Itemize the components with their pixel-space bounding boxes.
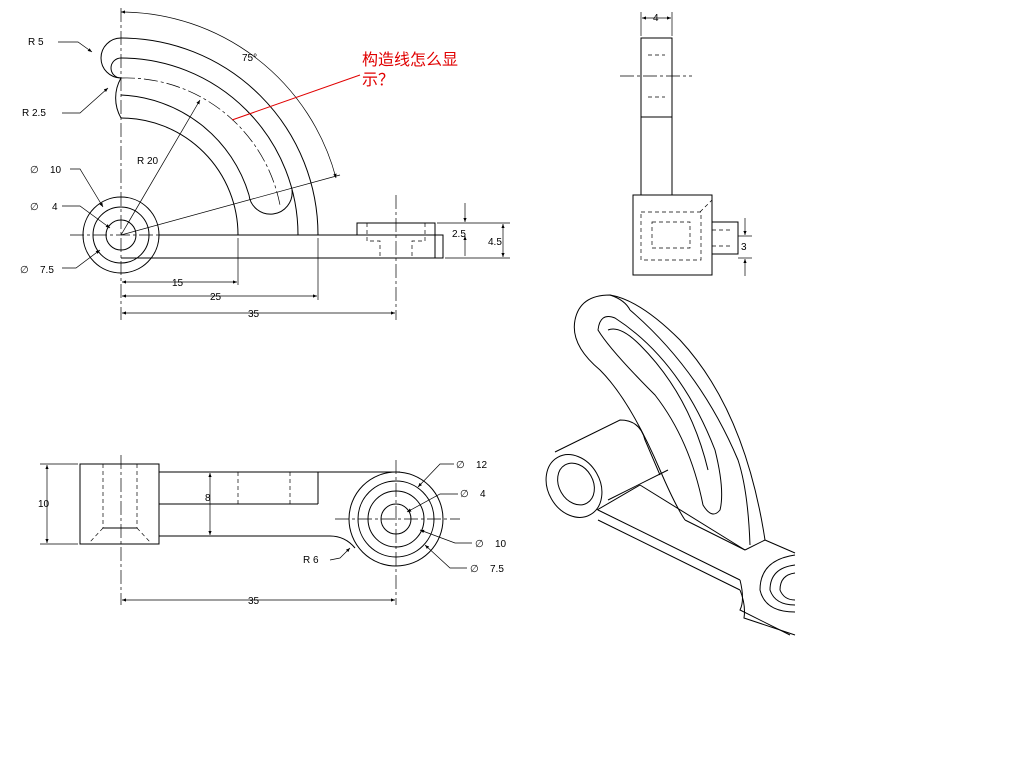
dim-35-label: 35 [248, 309, 260, 320]
angle-ref-line [120, 174, 341, 236]
front-dia-12-value: 12 [476, 460, 488, 471]
iso-arm-top-cap [609, 294, 631, 311]
slot-end-outer-left [115, 77, 122, 119]
dia-75-value: 7.5 [40, 265, 54, 276]
diameter-symbol: ∅ [456, 460, 465, 471]
dim-side-4-label: 4 [653, 13, 659, 24]
diameter-symbol: ∅ [30, 202, 39, 213]
iso-arm-2 [607, 469, 669, 501]
diameter-symbol: ∅ [20, 265, 29, 276]
front-dia-10-value: 10 [495, 539, 507, 550]
side-hidden-box-2 [651, 221, 691, 249]
iso-lug-inner [769, 564, 796, 606]
front-dia-75-leader [424, 544, 467, 569]
iso-arm-outer-top [574, 294, 766, 541]
iso-slot-inner [607, 328, 709, 471]
front-hidden-3 [89, 527, 104, 543]
diameter-symbol: ∅ [470, 564, 479, 575]
angle-arc [120, 10, 337, 179]
lug-hidden-left [366, 223, 381, 258]
front-dia-4: ∅ 4 [406, 489, 486, 513]
dia-4-leader [62, 205, 111, 229]
dim-front-35-label: 35 [248, 596, 260, 607]
iso-boss-bottom [596, 484, 641, 511]
iso-lug-outer [759, 554, 796, 613]
dia-75-leader [62, 249, 101, 269]
iso-arm-end [739, 579, 791, 636]
front-dia-4-leader [406, 493, 458, 513]
iso-arm-1 [597, 509, 741, 581]
side-hidden-diag [699, 199, 713, 213]
slot-end-inner-left [110, 57, 122, 79]
dia-4-value: 4 [52, 202, 58, 213]
top-view: R 20 75° R 5 R 2.5 ∅ 10 ∅ 4 ∅ 7.5 15 [20, 8, 510, 320]
iso-base-1 [684, 519, 746, 551]
dia-4-callout: ∅ 4 [30, 202, 111, 229]
annotation-leader [231, 74, 361, 121]
front-boss [79, 463, 160, 545]
r6-leader [329, 547, 351, 561]
slot-end-right [248, 189, 293, 215]
dia-10-value: 10 [50, 165, 62, 176]
iso-arm-inner-edge [573, 319, 686, 521]
front-dia-4-value: 4 [480, 489, 486, 500]
side-hidden-box [640, 211, 702, 261]
front-dia-75-value: 7.5 [490, 564, 504, 575]
front-hidden-4 [136, 527, 151, 543]
arc-slot-centerline [120, 77, 281, 206]
iso-base-2 [744, 539, 766, 551]
r6-label: R 6 [303, 555, 319, 566]
side-lug [711, 221, 739, 255]
lug-side [434, 234, 444, 259]
front-arm-bottom [159, 535, 356, 549]
annotation-line-1: 构造线怎么显 [362, 50, 458, 69]
r5-leader [58, 41, 93, 53]
front-dia-10: ∅ 10 [419, 529, 507, 550]
dim-25h-label: 2.5 [452, 229, 466, 240]
isometric-view [545, 294, 796, 636]
front-dia-12: ∅ 12 [417, 460, 488, 488]
iso-boss-top [554, 419, 661, 476]
annotation: 构造线怎么显 示？ [231, 50, 458, 121]
r5-label: R 5 [28, 37, 44, 48]
angle-label: 75° [242, 53, 257, 64]
dim-front-10-label: 10 [38, 499, 50, 510]
front-dia-75: ∅ 7.5 [424, 544, 504, 575]
iso-boss-hole [557, 462, 595, 506]
dia-10-leader [70, 168, 104, 208]
dim-front-8-label: 8 [205, 493, 211, 504]
diameter-symbol: ∅ [460, 489, 469, 500]
dia-75-callout: ∅ 7.5 [20, 249, 101, 276]
side-boss [632, 194, 713, 276]
diameter-symbol: ∅ [30, 165, 39, 176]
r25-label: R 2.5 [22, 108, 46, 119]
slot-end-r5-left [100, 37, 122, 79]
r20-leader [120, 99, 201, 236]
front-dia-10-leader [419, 529, 472, 544]
front-dia-12-leader [417, 463, 454, 488]
iso-arm-end-2 [739, 589, 796, 636]
side-view: 4 3 [620, 12, 752, 276]
lug-hidden-right [411, 223, 426, 258]
front-view: 10 8 35 R 6 ∅ 12 ∅ 4 ∅ 10 ∅ 7.5 [38, 455, 507, 607]
dim-side-3-label: 3 [741, 242, 747, 253]
arc-slot-inner [120, 94, 250, 196]
iso-arm-outer-face [629, 309, 751, 546]
annotation-line-2: 示？ [362, 70, 394, 89]
dim-15-label: 15 [172, 278, 184, 289]
iso-slot [597, 316, 723, 515]
iso-arm-3 [639, 484, 746, 551]
dim-25-label: 25 [210, 292, 222, 303]
r20-label: R 20 [137, 156, 159, 167]
diameter-symbol: ∅ [475, 539, 484, 550]
iso-boss-face [545, 454, 603, 518]
iso-base-3 [764, 539, 796, 554]
dia-10-callout: ∅ 10 [30, 165, 104, 208]
r25-leader [62, 87, 109, 114]
iso-arm-4 [597, 519, 741, 591]
dim-45-label: 4.5 [488, 237, 502, 248]
iso-lug-hole [779, 572, 796, 601]
